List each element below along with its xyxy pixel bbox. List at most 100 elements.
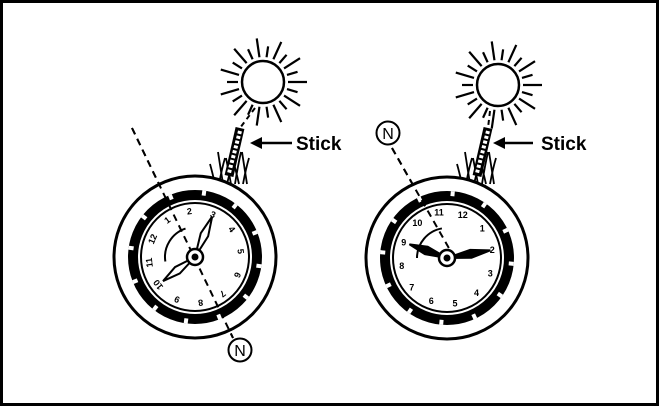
grass-blade bbox=[241, 151, 248, 185]
ring-notch bbox=[471, 313, 478, 320]
hour-hand bbox=[446, 248, 491, 259]
ring-notch bbox=[231, 202, 238, 210]
dial-numeral: 8 bbox=[399, 261, 404, 271]
ring-notch bbox=[496, 291, 504, 299]
sun-ray bbox=[283, 57, 301, 70]
ring-notch bbox=[406, 307, 414, 315]
ring-notch bbox=[390, 217, 398, 225]
hour-hand bbox=[194, 215, 214, 258]
ring-notch bbox=[168, 194, 174, 201]
north-line-overlay bbox=[131, 127, 234, 339]
sun-ray bbox=[518, 60, 536, 73]
ring-notch bbox=[385, 282, 392, 289]
sun-ray bbox=[278, 100, 288, 110]
sun-ray bbox=[468, 51, 483, 67]
grass-blade bbox=[489, 157, 497, 185]
sun-ray bbox=[255, 106, 261, 126]
ring-notch bbox=[216, 313, 222, 320]
ring-notch bbox=[416, 196, 423, 203]
sun-ray bbox=[521, 73, 533, 80]
sun-ray bbox=[513, 103, 523, 113]
grass-blade bbox=[234, 151, 242, 185]
sun-ray bbox=[272, 104, 283, 123]
grass-blade bbox=[242, 157, 250, 185]
dial-numeral: 10 bbox=[151, 278, 165, 292]
dial-numeral: 5 bbox=[452, 298, 457, 308]
hand-pivot-center bbox=[191, 253, 199, 261]
sun-ray bbox=[490, 109, 496, 129]
dial-numeral: 12 bbox=[458, 210, 468, 220]
sun-ray bbox=[255, 38, 261, 58]
dial-numeral: 1 bbox=[162, 215, 172, 226]
sun-ray bbox=[482, 51, 489, 63]
sun-ray bbox=[233, 100, 248, 116]
sun-ray bbox=[500, 109, 505, 121]
ring-notch bbox=[502, 227, 509, 234]
ring-notch bbox=[480, 201, 488, 209]
ring-notch bbox=[201, 190, 207, 196]
grass-blade bbox=[481, 151, 489, 185]
dial-numeral: 6 bbox=[232, 271, 243, 280]
dial-numeral: 5 bbox=[235, 248, 246, 254]
sun-ray bbox=[247, 104, 254, 116]
dial-numeral: 6 bbox=[429, 296, 434, 306]
dial-numeral: 3 bbox=[209, 209, 218, 220]
sun-ray bbox=[455, 90, 475, 99]
minute-hand bbox=[408, 243, 448, 259]
ring-notch bbox=[256, 263, 262, 269]
stick-texture bbox=[475, 130, 490, 174]
arrow-left-icon bbox=[493, 137, 505, 149]
minute-hand bbox=[162, 256, 196, 282]
north-marker-icon bbox=[227, 337, 253, 363]
sun-ray bbox=[220, 87, 240, 96]
dial-numeral: 7 bbox=[409, 283, 414, 293]
dial-numeral: 9 bbox=[173, 294, 182, 305]
subdial-arc bbox=[164, 227, 186, 262]
sun-ray bbox=[272, 41, 283, 60]
north-label: N bbox=[234, 343, 246, 360]
stick-texture bbox=[227, 130, 242, 174]
sun-ray bbox=[233, 48, 248, 64]
dial-numeral: 1 bbox=[480, 223, 485, 233]
sun-ray bbox=[232, 94, 243, 103]
sun-ray bbox=[265, 106, 270, 118]
ring-notch bbox=[152, 304, 159, 312]
north-line-overlay bbox=[391, 147, 451, 251]
ring-notch bbox=[183, 318, 189, 324]
ring-notch bbox=[242, 293, 250, 300]
ring-notch bbox=[140, 214, 148, 221]
sun-ray bbox=[500, 49, 505, 61]
sun-ray bbox=[521, 90, 533, 97]
grass-blade bbox=[488, 151, 495, 185]
sun-disc bbox=[475, 62, 521, 108]
sun-ray bbox=[507, 107, 518, 126]
stick-label: Stick bbox=[541, 134, 587, 155]
sun-ray bbox=[482, 107, 489, 119]
sun-ray bbox=[513, 57, 523, 67]
dial-numeral: 11 bbox=[434, 208, 444, 218]
north-marker-icon bbox=[375, 120, 401, 146]
dial-numeral: 12 bbox=[146, 232, 159, 245]
dial-numeral: 11 bbox=[144, 257, 155, 268]
dial-numeral: 9 bbox=[401, 237, 406, 247]
sun-ray-line bbox=[239, 107, 256, 129]
sun-ray bbox=[283, 94, 301, 107]
ring-notch bbox=[132, 278, 139, 284]
hand-pivot-center bbox=[443, 254, 451, 262]
sun-ray bbox=[232, 61, 243, 70]
dial-numeral: 7 bbox=[218, 288, 228, 299]
sun-ray bbox=[278, 54, 288, 64]
sun-ray-line bbox=[487, 110, 491, 129]
arrow-left-icon bbox=[250, 137, 262, 149]
sun-ray bbox=[265, 46, 270, 58]
dial-numeral: 4 bbox=[226, 224, 237, 234]
sun-ray bbox=[468, 103, 483, 119]
sun-ray bbox=[518, 97, 536, 110]
sun-ray bbox=[286, 87, 298, 94]
sun-ray bbox=[507, 44, 518, 63]
ring-notch bbox=[128, 245, 134, 251]
